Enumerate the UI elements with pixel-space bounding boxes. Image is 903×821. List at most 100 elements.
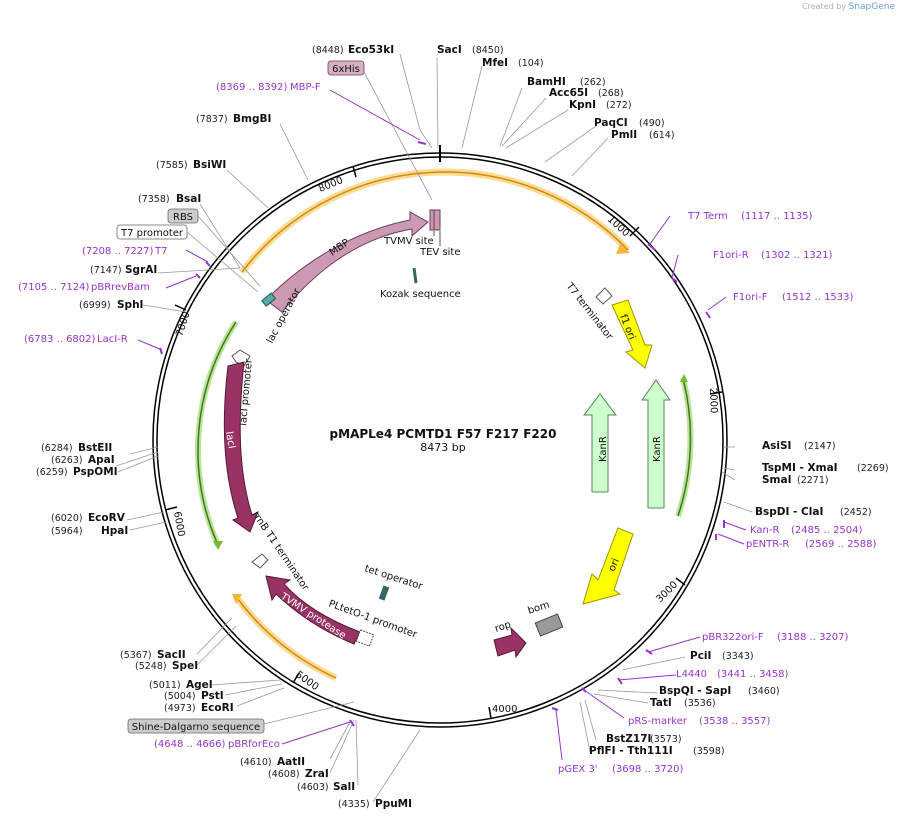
kanr-label-left: KanR: [598, 436, 609, 462]
site-pos: (268): [598, 88, 624, 99]
site-name: MfeI: [482, 57, 508, 69]
rrnb-feature[interactable]: [251, 553, 269, 569]
mbp-feature[interactable]: [265, 211, 429, 313]
primer-name: pBRrevBam: [91, 282, 150, 293]
site-name: SalI: [333, 781, 355, 793]
tev-site-label: TEV site: [419, 247, 461, 258]
site-pos: (4608): [268, 769, 300, 780]
green-arc-left-line: [197, 321, 237, 546]
f1ori-feature[interactable]: [611, 299, 653, 369]
his-box: [327, 60, 365, 76]
orange-arrowhead-bottom: [232, 594, 242, 604]
primer-range: (1512 .. 1533): [782, 292, 854, 303]
orange-arc-bottom: [234, 595, 338, 682]
site-pos: (8448): [312, 45, 344, 56]
orange-arrowhead-top: [616, 244, 630, 254]
site-pos: (4335): [338, 799, 370, 810]
primer-name: LacI-R: [97, 334, 128, 345]
rop-label: rop: [494, 619, 513, 635]
site-name: ZraI: [305, 768, 329, 780]
site-pos: (4973): [164, 703, 196, 714]
kanr-label-right: KanR: [652, 436, 663, 462]
primer-range: (7105 .. 7124): [18, 282, 90, 293]
site-pos: (5004): [164, 691, 196, 702]
kozak-label: Kozak sequence: [380, 289, 461, 300]
primer-range: (3538 .. 3557): [699, 716, 771, 727]
tvmv-protease-feature[interactable]: [265, 575, 361, 645]
site-pos: (5248): [135, 661, 167, 672]
plasmid-length: 8473 bp: [420, 441, 465, 454]
site-name: BspDI - ClaI: [755, 506, 823, 518]
ori-feature[interactable]: [582, 527, 634, 605]
site-name: EcoRV: [88, 512, 126, 524]
laci-promoter-feature[interactable]: [231, 349, 251, 367]
primer-name: pENTR-R: [746, 539, 789, 550]
site-pos: (4603): [297, 782, 329, 793]
site-name: EcoRI: [201, 702, 234, 714]
primer-name: L4440: [676, 669, 707, 680]
tet-operator-label: tet operator: [363, 563, 424, 592]
site-name: SphI: [117, 299, 143, 311]
site-pos: (6284): [41, 443, 73, 454]
primer-name: Kan-R: [750, 525, 779, 536]
primer-range: (2569 .. 2588): [805, 539, 877, 550]
shine-leader: [263, 701, 355, 725]
site-name: TatI: [650, 697, 672, 709]
site-pos: (2271): [797, 475, 829, 486]
t7-terminator-feature[interactable]: [595, 287, 613, 305]
site-name: PstI: [201, 690, 224, 702]
shine-box-label: Shine-Dalgarno sequence: [132, 722, 260, 733]
site-name: SmaI: [762, 474, 792, 486]
laci-feature[interactable]: [223, 361, 259, 533]
site-pos: (490): [639, 118, 665, 129]
site-name: AatII: [277, 756, 305, 768]
tet-operator-feature[interactable]: [378, 585, 390, 601]
primer-leaders: [137, 89, 747, 761]
site-name: PflFI - Tth111I: [589, 745, 673, 757]
kozak-mark: [412, 267, 418, 284]
site-pos: (3343): [722, 651, 754, 662]
site-pos: (7585): [156, 160, 188, 171]
site-pos: (3573): [650, 734, 682, 745]
site-pos: (6999): [79, 300, 111, 311]
kanr-feature-left[interactable]: [582, 393, 618, 493]
primer-name: F1ori-R: [713, 250, 749, 261]
his-leader: [363, 71, 433, 201]
site-pos: (2452): [840, 507, 872, 518]
site-name: BspQI - SapI: [659, 685, 731, 697]
site-pos: (3598): [693, 746, 725, 757]
tick-label: 7000: [174, 310, 192, 338]
kanr-feature-right[interactable]: [641, 379, 671, 509]
created-by-text: Created by: [802, 2, 847, 11]
pltet-feature[interactable]: [355, 629, 375, 647]
primer-name: F1ori-F: [733, 292, 768, 303]
site-leaders: [115, 53, 753, 803]
primer-range: (1302 .. 1321): [761, 250, 833, 261]
site-name: Eco53kI: [348, 44, 394, 56]
site-pos: (6263): [51, 455, 83, 466]
site-name: BsaI: [176, 193, 201, 205]
tick-marks: [164, 165, 723, 719]
tick-label: 2000: [707, 388, 719, 414]
bom-label: bom: [527, 600, 552, 617]
site-pos: (8450): [472, 45, 504, 56]
site-name: BamHI: [527, 76, 566, 88]
site-pos: (5011): [149, 680, 181, 691]
primer-name: pGEX 3': [558, 764, 598, 775]
site-name: BstZ17I: [606, 733, 651, 745]
green-arrowhead-right: [680, 374, 688, 382]
bom-feature[interactable]: [534, 613, 564, 637]
primer-range: (3441 .. 3458): [717, 669, 789, 680]
t7promoter-box-label: T7 promoter: [120, 228, 184, 239]
site-pos: (614): [649, 130, 675, 141]
site-pos: (5367): [120, 650, 152, 661]
site-pos: (272): [606, 100, 632, 111]
rop-feature[interactable]: [493, 626, 527, 659]
site-pos: (7147): [90, 265, 122, 276]
site-pos: (2147): [804, 441, 836, 452]
his-tag-mark: [429, 209, 441, 231]
site-name: AgeI: [186, 679, 213, 691]
ori-label: ori: [607, 557, 622, 573]
orange-arc-bottom-line: [236, 597, 337, 679]
